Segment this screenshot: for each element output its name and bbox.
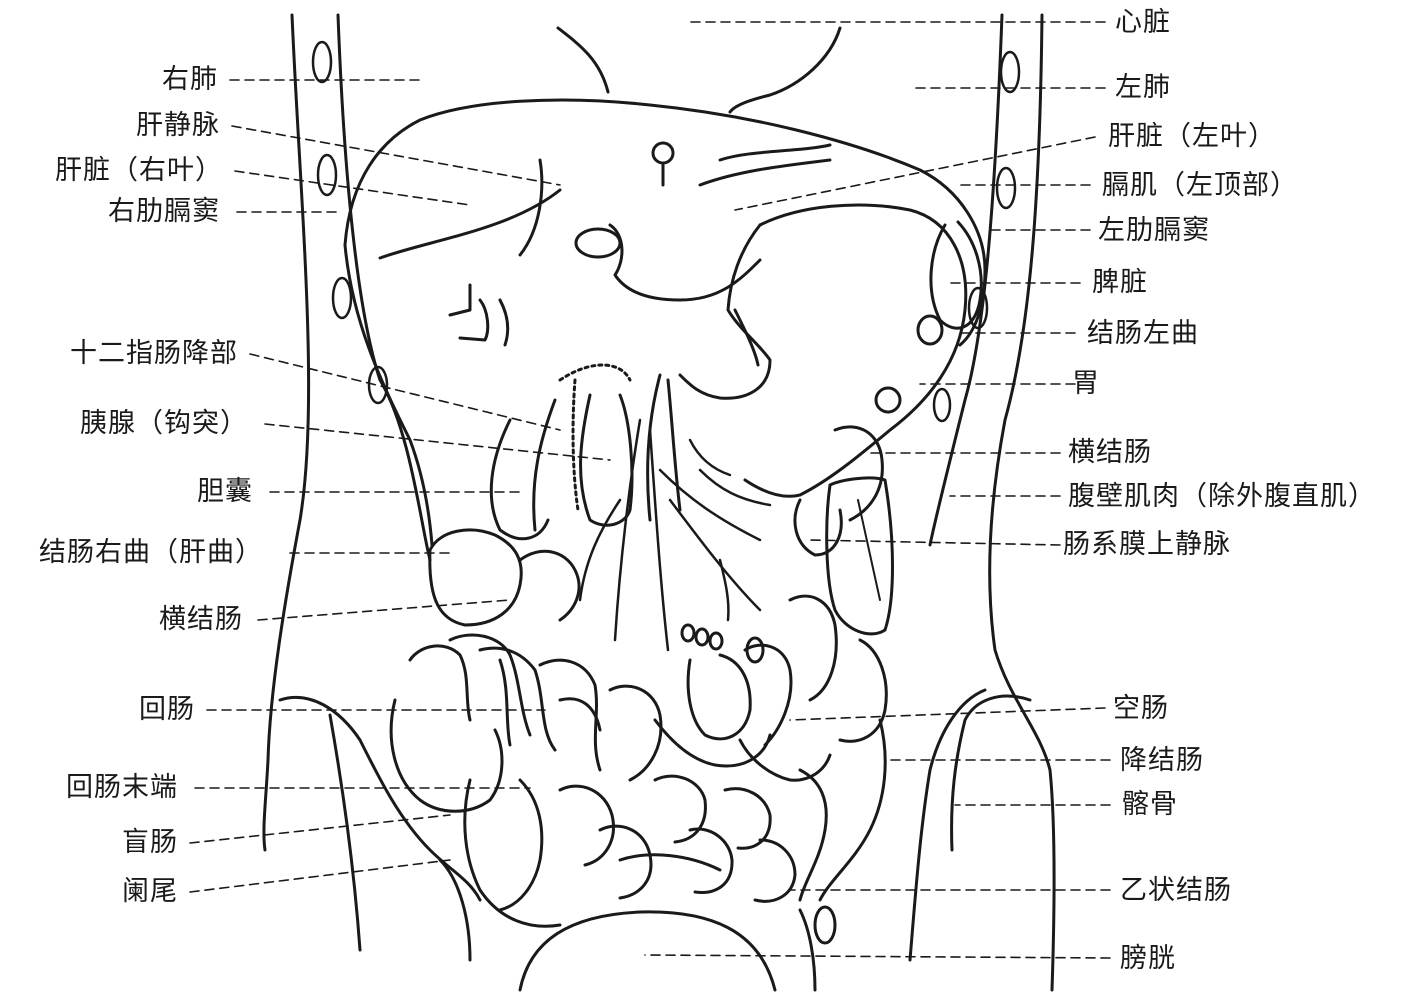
label-duodenum-descending: 十二指肠降部 xyxy=(70,339,238,369)
label-ilium: 髂骨 xyxy=(1122,790,1178,820)
label-hepatic-vein: 肝静脉 xyxy=(136,111,220,141)
label-right-lung: 右肺 xyxy=(162,65,218,95)
label-superior-mesenteric-vein: 肠系膜上静脉 xyxy=(1063,530,1231,560)
label-sigmoid-colon: 乙状结肠 xyxy=(1120,876,1232,906)
label-descending-colon: 降结肠 xyxy=(1120,746,1204,776)
rib-sections xyxy=(313,42,1019,421)
label-bladder: 膀胱 xyxy=(1120,944,1176,974)
label-spleen: 脾脏 xyxy=(1092,268,1148,298)
label-right-costophrenic-recess: 右肋膈窦 xyxy=(108,197,220,227)
label-abdominal-wall-muscles: 腹壁肌肉（除外腹直肌） xyxy=(1068,482,1376,512)
leader-lines xyxy=(190,22,1110,958)
lower-bowel xyxy=(465,720,885,926)
label-hepatic-flexure: 结肠右曲（肝曲） xyxy=(39,538,263,568)
label-left-lung: 左肺 xyxy=(1115,73,1171,103)
label-ileum: 回肠 xyxy=(139,695,195,725)
heart-outline xyxy=(558,28,840,112)
label-liver-left-lobe: 肝脏（左叶） xyxy=(1108,122,1276,152)
label-jejunum: 空肠 xyxy=(1113,694,1169,724)
label-pancreas-uncinate: 胰腺（钩突） xyxy=(80,409,248,439)
label-splenic-flexure: 结肠左曲 xyxy=(1087,319,1199,349)
label-cecum: 盲肠 xyxy=(122,828,178,858)
label-stomach: 胃 xyxy=(1072,369,1100,399)
label-appendix: 阑尾 xyxy=(122,877,178,907)
bladder-outline xyxy=(520,907,835,990)
label-liver-right-lobe: 肝脏（右叶） xyxy=(55,156,223,186)
label-terminal-ileum: 回肠末端 xyxy=(66,773,178,803)
label-transverse-colon-right: 横结肠 xyxy=(1068,438,1152,468)
label-gallbladder: 胆囊 xyxy=(197,477,253,507)
label-heart: 心脏 xyxy=(1115,8,1171,38)
liver-outline xyxy=(345,100,985,545)
label-transverse-colon-left: 横结肠 xyxy=(159,605,243,635)
label-left-costophrenic-recess: 左肋膈窦 xyxy=(1098,216,1210,246)
label-diaphragm-left-dome: 膈肌（左顶部） xyxy=(1102,171,1298,201)
